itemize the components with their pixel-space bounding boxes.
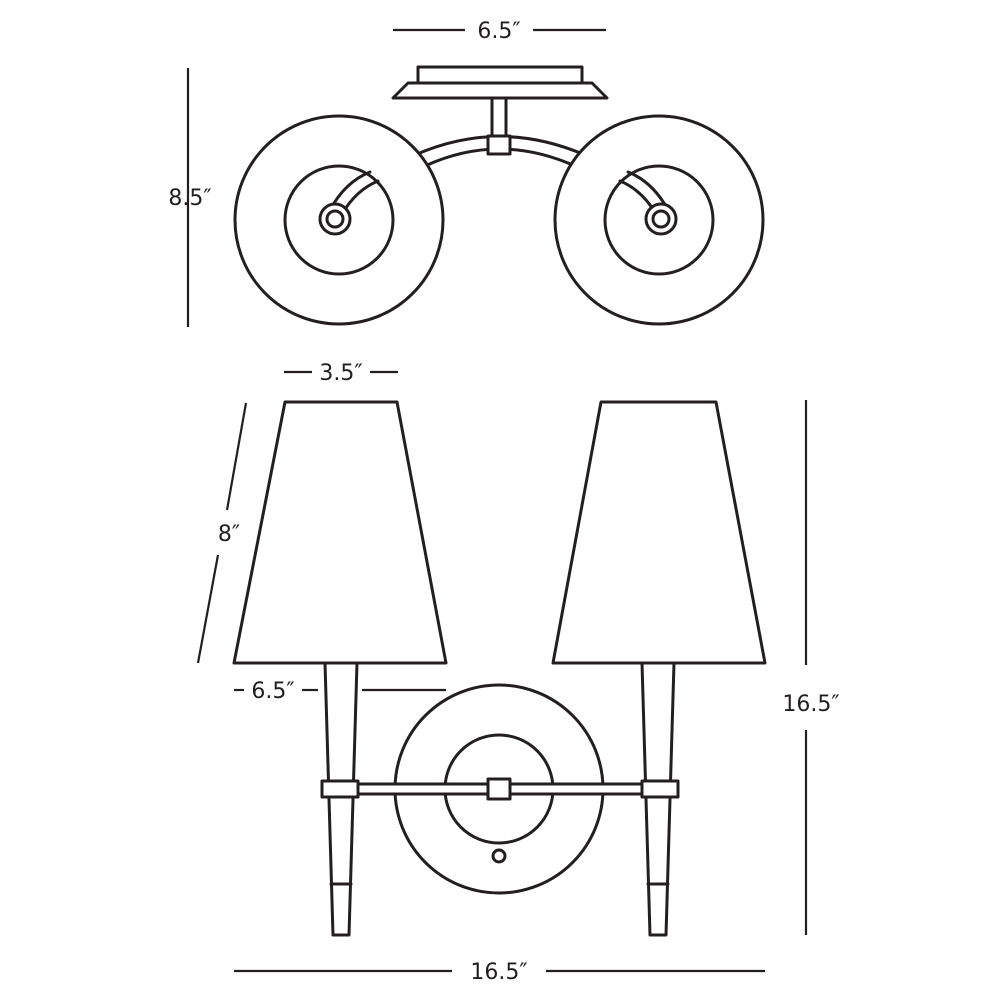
top-left-socket-inner [325, 209, 345, 229]
dim-shade-height-line-lower [196, 554, 220, 664]
front-backplate-screw [491, 848, 507, 864]
top-center-block [486, 134, 512, 156]
top-right-socket-outer [644, 202, 678, 236]
top-canopy-cap [416, 65, 584, 85]
dim-shade-top: 3.5″ [284, 361, 398, 386]
dim-backplate: 6.5″ [234, 679, 446, 704]
dim-overall-width: 16.5″ [234, 960, 765, 985]
top-right-shade-inner [603, 164, 715, 276]
dim-overall-height-label: 16.5″ [782, 692, 839, 717]
dim-top-depth: 8.5″ [168, 68, 212, 327]
dim-top-width: 6.5″ [393, 19, 606, 44]
front-view [232, 400, 767, 937]
dim-shade-height-line-upper [225, 402, 248, 511]
front-right-collar [640, 779, 680, 799]
front-right-column [640, 661, 676, 937]
top-stem [490, 96, 508, 140]
dim-shade-top-label: 3.5″ [319, 361, 362, 386]
front-left-collar [320, 779, 360, 799]
front-left-shade [232, 400, 448, 665]
front-left-column [323, 661, 359, 937]
dim-overall-height: 16.5″ [782, 400, 840, 935]
dim-top-width-label: 6.5″ [477, 19, 520, 44]
dim-shade-height-label: 8″ [218, 522, 240, 547]
front-center-block [486, 777, 512, 801]
top-view [233, 65, 765, 326]
top-left-socket-outer [318, 202, 352, 236]
dim-top-depth-label: 8.5″ [168, 186, 211, 211]
top-left-shade-inner [283, 164, 395, 276]
front-right-shade [551, 400, 767, 665]
top-canopy-base [391, 81, 609, 100]
dim-overall-width-label: 16.5″ [470, 960, 527, 985]
dim-backplate-label: 6.5″ [251, 679, 294, 704]
dim-shade-height: 8″ [196, 402, 248, 664]
top-right-socket-inner [651, 209, 671, 229]
